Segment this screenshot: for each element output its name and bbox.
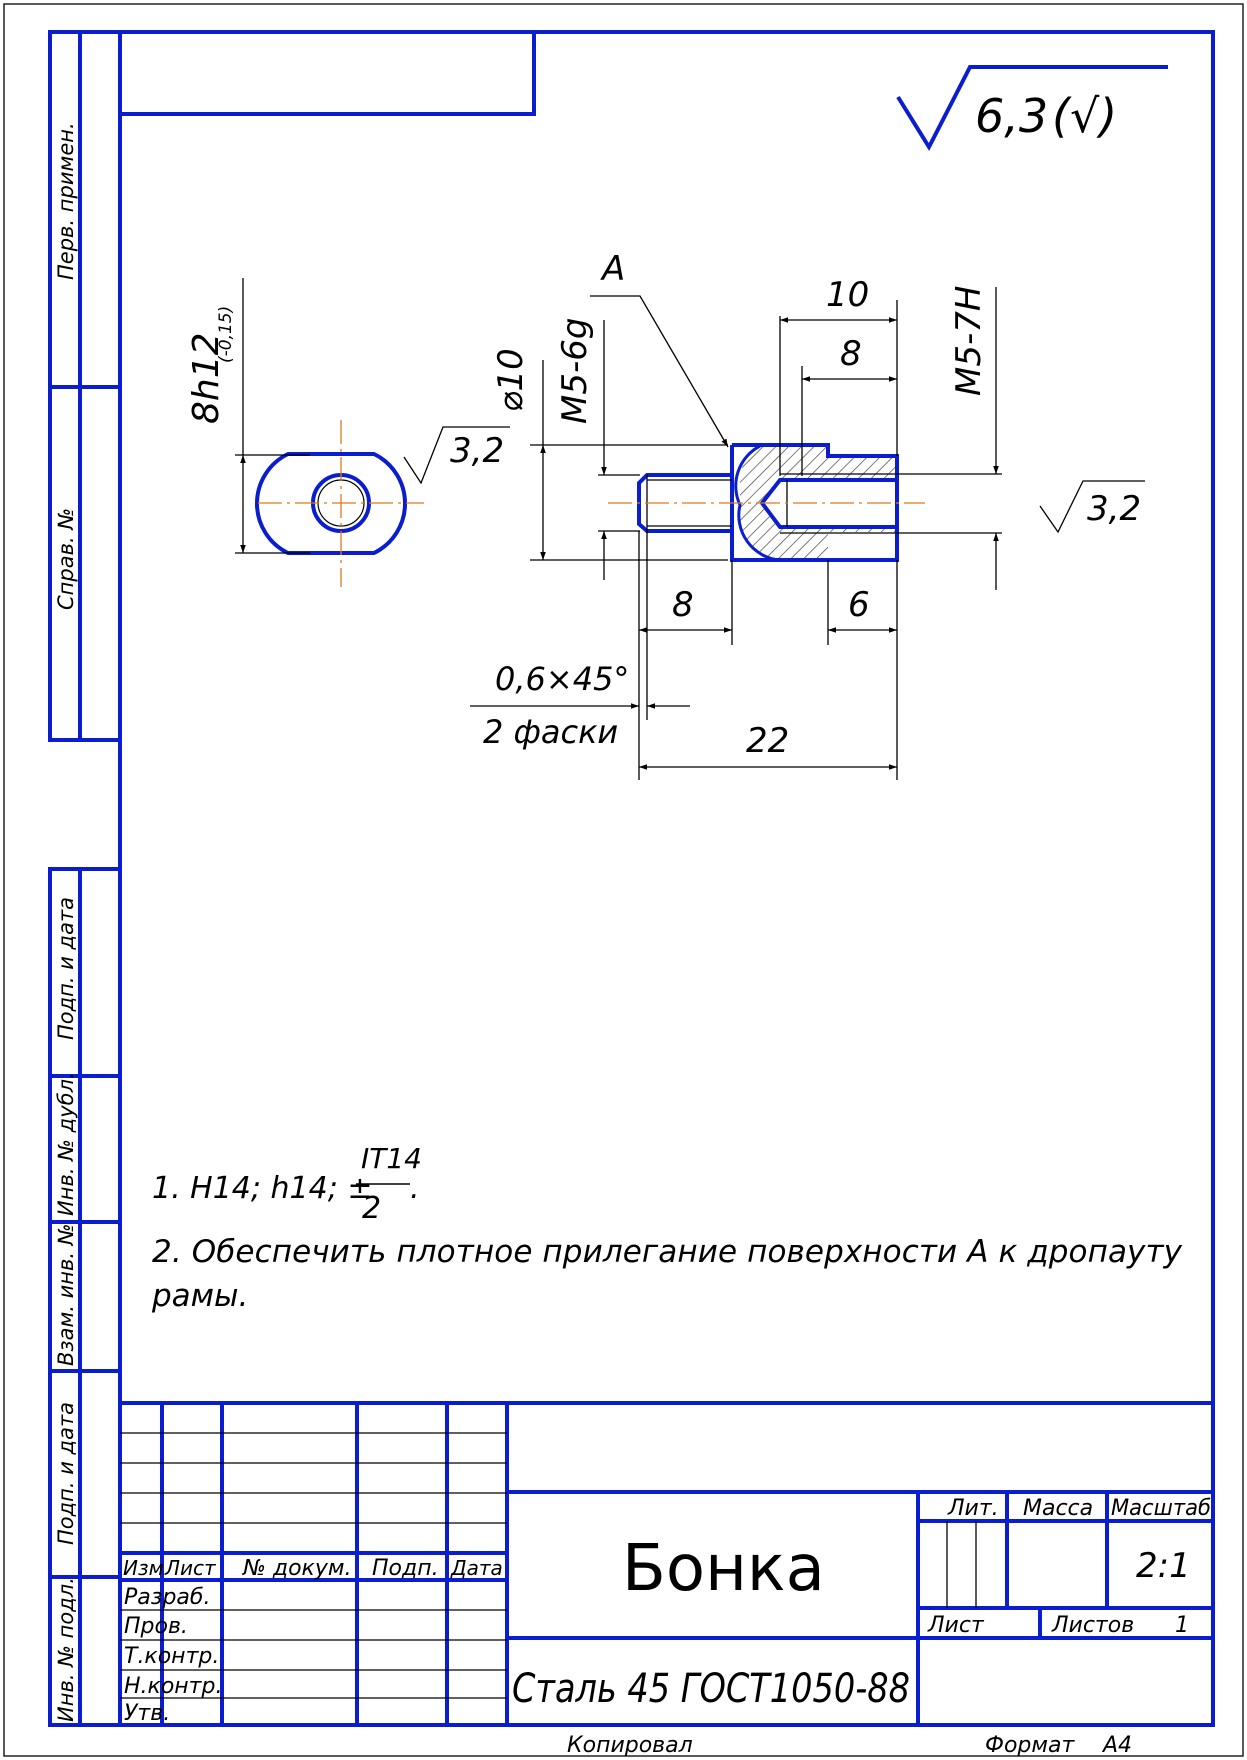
dim-8-top: 8 bbox=[840, 334, 862, 374]
footer-copied: Копировал bbox=[567, 1733, 693, 1758]
label-sprav-no: Справ. № bbox=[54, 508, 78, 610]
scale-value: 2:1 bbox=[1136, 1546, 1191, 1586]
side-view: A ⌀10 M5-6g M5-7H 3,2 10 8 bbox=[470, 249, 1145, 780]
dim-22: 22 bbox=[746, 721, 789, 761]
note-1-denominator: 2 bbox=[362, 1191, 381, 1226]
dim-phi10: ⌀10 bbox=[491, 348, 531, 412]
note-2-line-1: 2. Обеспечить плотное прилегание поверхн… bbox=[152, 1234, 1183, 1270]
dim-6: 6 bbox=[848, 585, 870, 625]
note-1-dot: . bbox=[410, 1171, 420, 1206]
technical-notes: 1. H14; h14; ± IT14 2 . 2. Обеспечить пл… bbox=[151, 1142, 1183, 1314]
label-podp-data-top: Подп. и дата bbox=[54, 897, 78, 1040]
col-data: Дата bbox=[450, 1556, 503, 1580]
sheets-label: Листов bbox=[1051, 1613, 1134, 1638]
col-docum: № докум. bbox=[242, 1556, 351, 1581]
roughness-left-value: 3,2 bbox=[450, 431, 504, 471]
general-roughness-value: 6,3 bbox=[975, 89, 1048, 143]
main-frame bbox=[118, 30, 1215, 1727]
row-razrab: Разраб. bbox=[124, 1585, 210, 1610]
col-izm: Изм bbox=[123, 1556, 164, 1580]
footer-format-label: Формат bbox=[985, 1733, 1075, 1758]
label-podp-data-bottom: Подп. и дата bbox=[54, 1402, 78, 1545]
note-1-prefix: 1. H14; h14; ± bbox=[152, 1171, 373, 1206]
roughness-right-symbol bbox=[1039, 480, 1145, 534]
left-margin-columns bbox=[48, 30, 120, 1727]
massa-label: Масса bbox=[1023, 1496, 1093, 1521]
row-nkontr: Н.контр. bbox=[124, 1674, 222, 1699]
label-vzam-inv: Взам. инв. № bbox=[54, 1223, 78, 1366]
note-2-line-2: рамы. bbox=[151, 1278, 248, 1314]
dim-8h12: 8h12 bbox=[186, 332, 227, 424]
label-inv-dubl: Инв. № дубл. bbox=[54, 1072, 78, 1216]
dim-chamfer-note: 2 фаски bbox=[483, 713, 618, 751]
note-1-numerator: IT14 bbox=[361, 1142, 422, 1175]
col-podp: Подп. bbox=[372, 1556, 439, 1581]
dim-8h12-tolerance: (-0,15) bbox=[216, 306, 236, 363]
section-outline bbox=[730, 443, 899, 562]
end-view: 8h12 (-0,15) 3,2 bbox=[186, 278, 510, 587]
dim-m5-7h: M5-7H bbox=[949, 286, 989, 396]
col-list: Лист bbox=[164, 1556, 217, 1580]
part-name: Бонка bbox=[622, 1532, 825, 1606]
masshtab-label: Масштаб bbox=[1111, 1496, 1211, 1521]
dim-chamfer: 0,6×45° bbox=[495, 660, 629, 698]
title-block bbox=[120, 1401, 1213, 1725]
sheet-label: Лист bbox=[927, 1613, 985, 1638]
end-view-outline bbox=[254, 452, 408, 555]
row-utv: Утв. bbox=[124, 1701, 170, 1726]
footer-format-value: A4 bbox=[1101, 1733, 1132, 1758]
roughness-left-symbol bbox=[403, 426, 510, 485]
dim-10: 10 bbox=[826, 275, 869, 315]
roughness-right-value: 3,2 bbox=[1087, 489, 1141, 529]
dim-8-bottom: 8 bbox=[672, 585, 694, 625]
row-tkontr: Т.контр. bbox=[124, 1644, 219, 1669]
label-inv-podl: Инв. № подл. bbox=[54, 1577, 78, 1722]
label-perv-primen: Перв. примен. bbox=[54, 122, 78, 280]
lit-label: Лит. bbox=[947, 1496, 999, 1521]
sheet-outer-border bbox=[3, 3, 1244, 1757]
sheets-count: 1 bbox=[1175, 1613, 1189, 1638]
material: Сталь 45 ГОСТ1050-88 bbox=[512, 1666, 910, 1712]
general-roughness-suffix: (√) bbox=[1052, 89, 1117, 143]
general-roughness-symbol: 6,3 (√) bbox=[896, 65, 1168, 152]
dim-m5-6g: M5-6g bbox=[555, 318, 595, 424]
leader-a-label: A bbox=[600, 249, 625, 289]
row-prov: Пров. bbox=[124, 1614, 188, 1639]
